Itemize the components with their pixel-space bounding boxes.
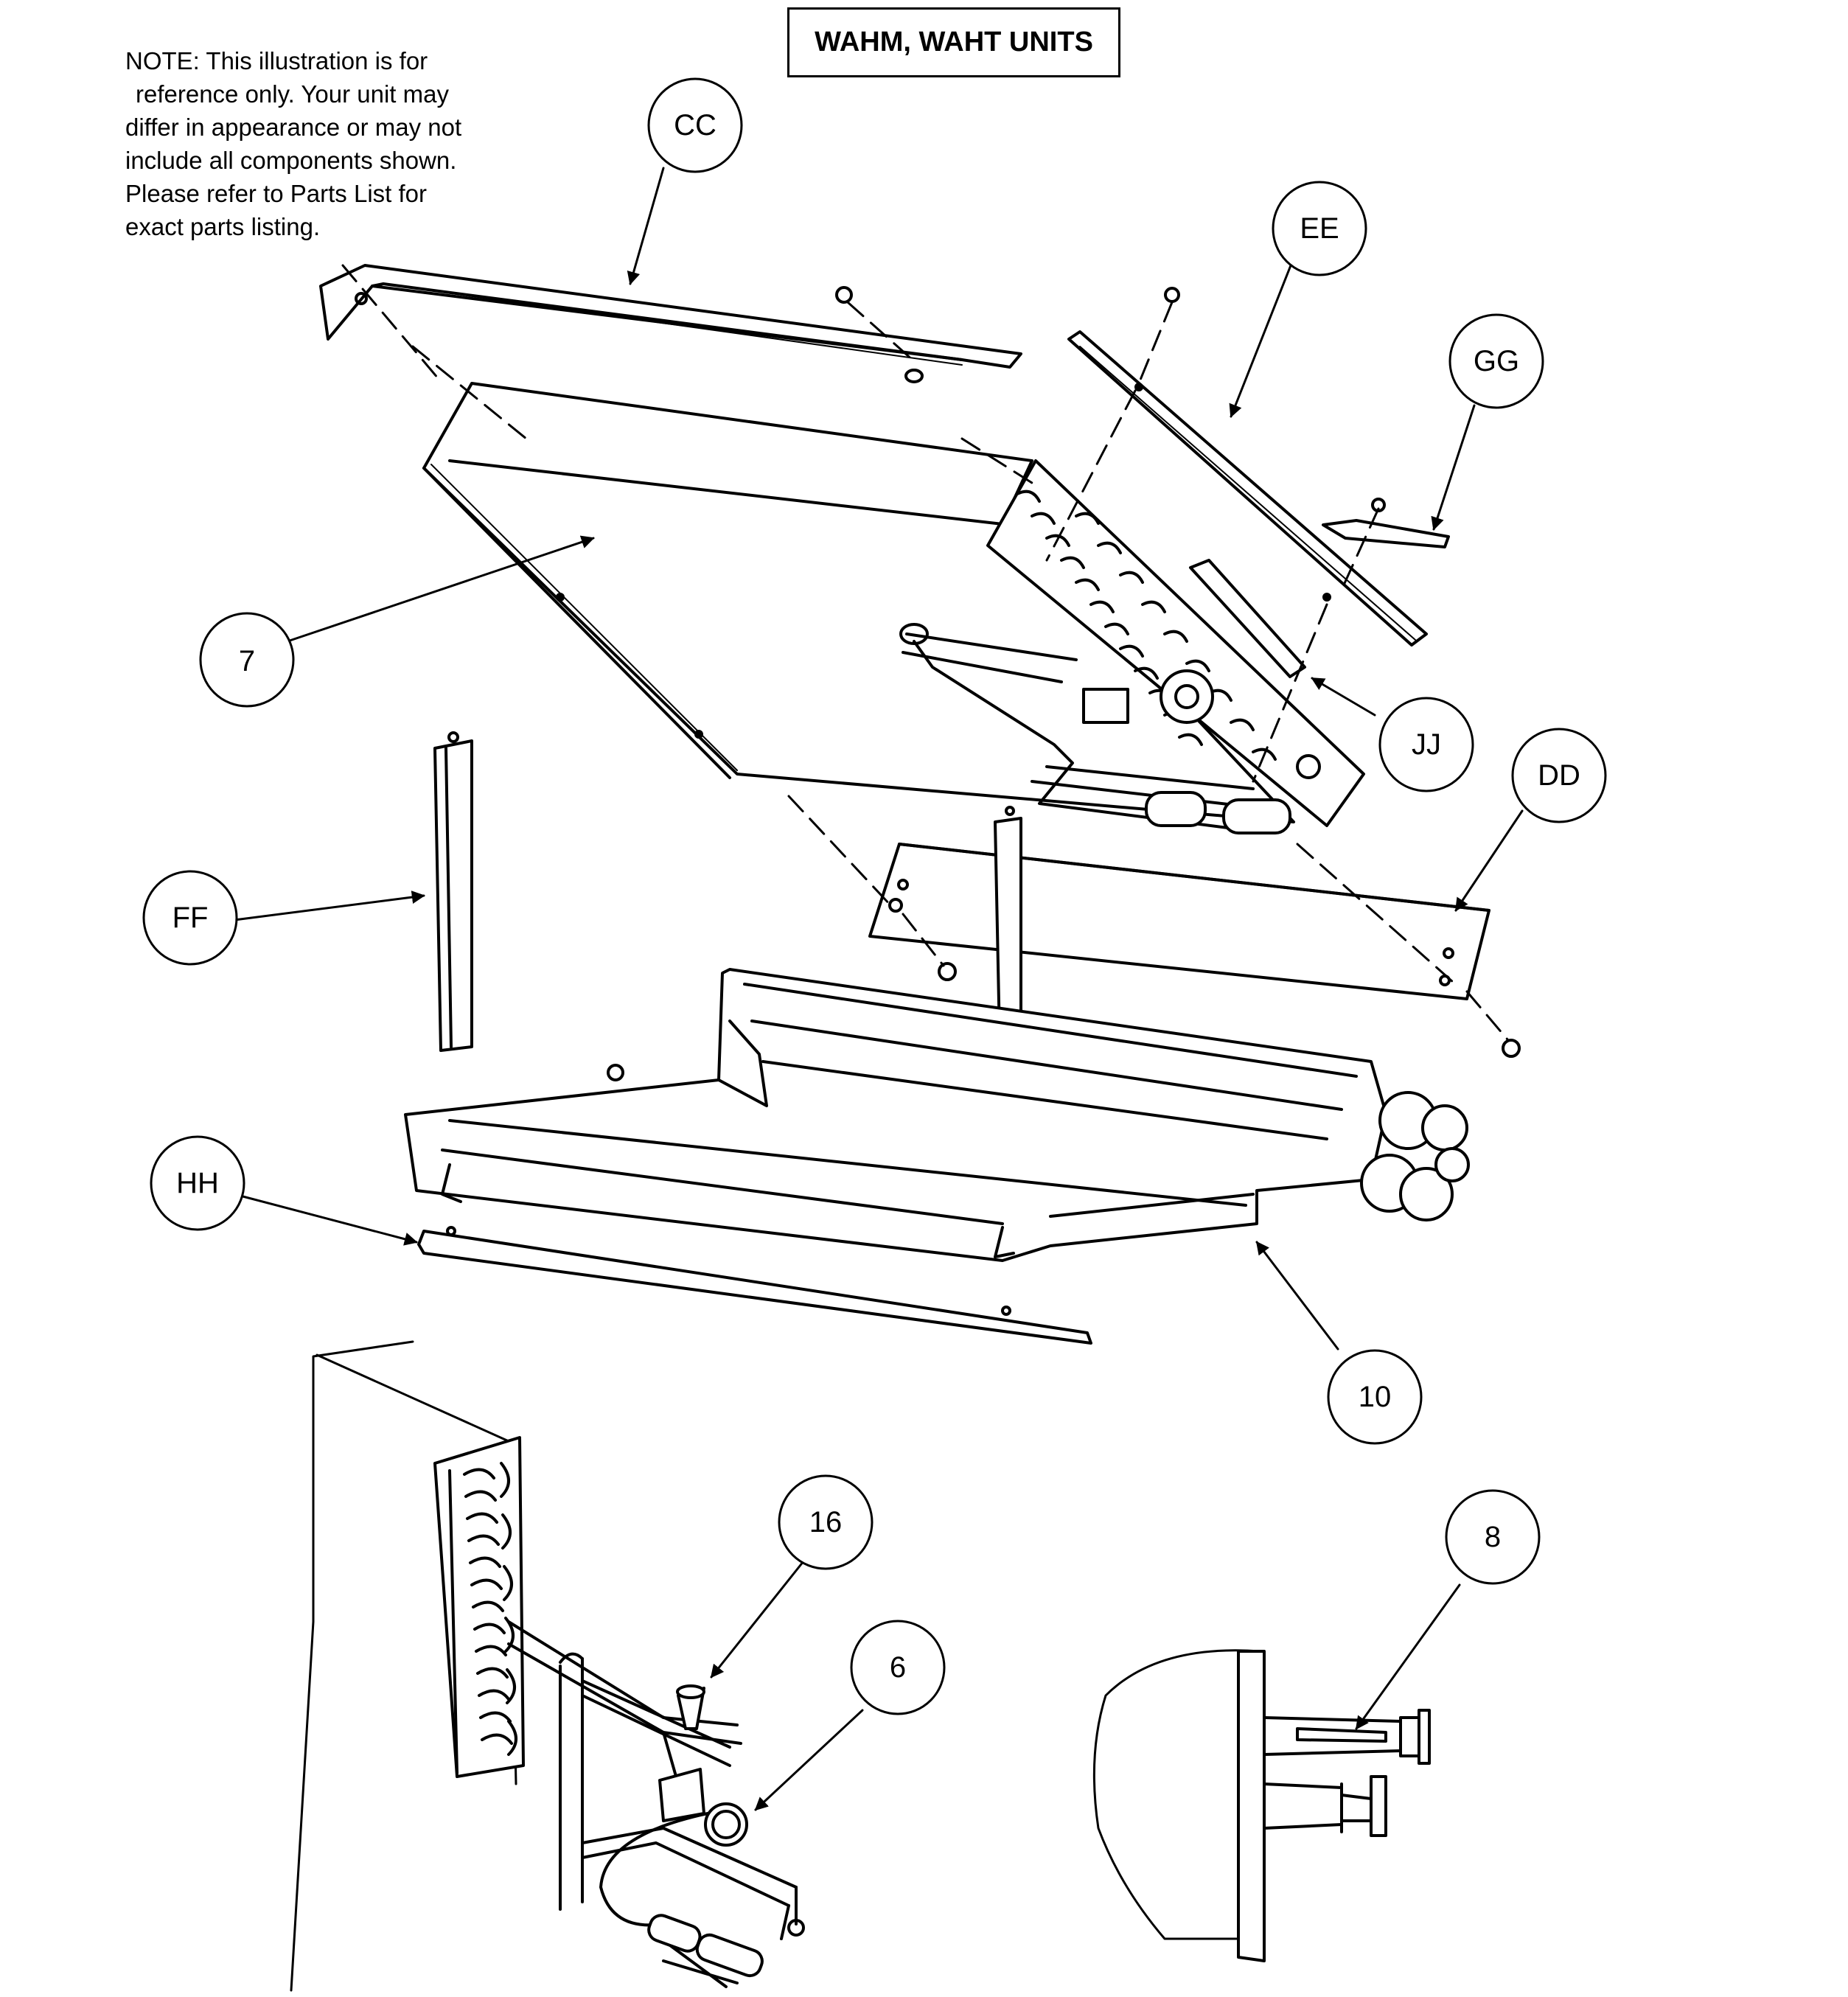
sensor-detail-view [1092,1649,1431,1962]
bracket-jj [1189,559,1306,678]
callout-7-circle [199,612,295,708]
diagram-title: WAHM, WAHT UNITS [787,7,1120,77]
note-line-4: include all components shown. [125,147,457,174]
callout-10-circle [1327,1349,1423,1445]
rail-hh [417,1226,1092,1345]
callout-8-circle [1445,1489,1541,1585]
note-line-2: reference only. Your unit may [136,80,449,108]
callout-gg: GG [1474,345,1519,377]
callout-ff-circle [142,870,238,966]
upper-coil-assembly [899,459,1365,834]
note-line-6: exact parts listing. [125,213,321,240]
reference-note: NOTE: This illustration is for reference… [125,44,509,243]
callout-leaders [233,167,1524,1811]
callout-dd-circle [1511,728,1607,823]
callout-6-circle [850,1620,946,1715]
callout-bubbles [142,77,1607,1715]
top-panel-cc [319,264,1022,383]
brace-ee [1067,330,1428,647]
callout-8: 8 [1485,1521,1501,1553]
callout-dd: DD [1538,759,1580,792]
callout-7: 7 [239,645,255,677]
bracket-gg [1322,519,1450,548]
screws [607,286,1521,1081]
callout-hh: HH [176,1167,219,1199]
callout-cc-circle [647,77,743,173]
callout-6: 6 [890,1651,906,1684]
callout-ee-circle [1272,181,1367,276]
callout-ee: EE [1300,212,1339,245]
callout-16-circle [778,1474,874,1570]
callout-jj-circle [1378,697,1474,792]
panel-dd [868,843,1490,1000]
bracket-ff [433,731,473,1052]
callout-jj: JJ [1412,728,1441,761]
callout-hh-circle [150,1135,245,1231]
note-line-5: Please refer to Parts List for [125,180,428,207]
base-pan-10 [404,968,1470,1262]
coil-detail-view [290,1340,805,1992]
note-line-3: differ in appearance or may not [125,114,462,141]
explosion-lines [341,264,1509,1041]
callout-gg-circle [1448,313,1544,409]
note-line-1: NOTE: This illustration is for [125,47,428,74]
callout-cc: CC [674,109,716,142]
callout-10: 10 [1359,1381,1392,1413]
callout-16: 16 [809,1506,843,1538]
callout-ff: FF [172,902,209,934]
